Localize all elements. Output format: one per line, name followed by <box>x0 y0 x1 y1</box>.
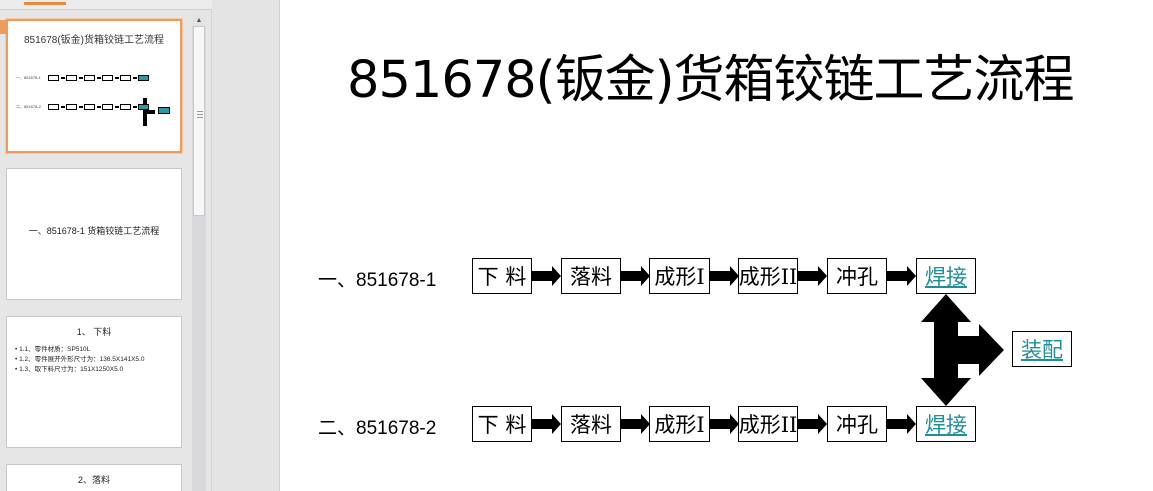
right-arrow-icon <box>798 266 827 286</box>
mini-step <box>84 104 95 110</box>
mini-arrow-icon <box>133 106 137 108</box>
mini-arrow-icon <box>97 106 101 108</box>
thumbnail-scrollbar[interactable]: ▲ <box>192 14 206 491</box>
mini-arrow-icon <box>79 106 83 108</box>
mini-double-arrow-icon <box>143 98 147 126</box>
tab-slides[interactable] <box>24 2 66 5</box>
right-arrow-icon <box>621 266 650 286</box>
mini-arrow-icon <box>97 77 101 79</box>
thumbnail-bullets: 1.1、零件材质：SP510L 1.2、零件展开外形尺寸为：136.5X141X… <box>15 345 144 375</box>
grip-icon <box>197 114 203 115</box>
right-arrow-icon <box>532 266 561 286</box>
thumbnail-heading: 2、落料 <box>77 475 110 485</box>
mini-step <box>66 75 77 81</box>
mini-arrow-icon <box>79 77 83 79</box>
mini-flow-row-1: 一、851678-1 <box>16 74 151 82</box>
step-blanking: 下 料 <box>472 406 532 442</box>
mini-step <box>66 104 77 110</box>
scroll-up-arrow-icon[interactable]: ▲ <box>192 14 206 26</box>
step-forming-1: 成形I <box>649 258 710 294</box>
mini-arrow-icon <box>133 77 137 79</box>
mini-step <box>84 75 95 81</box>
right-arrow-icon <box>887 414 916 434</box>
right-arrow-icon <box>710 414 739 434</box>
mini-step-weld <box>138 104 149 110</box>
mini-step <box>48 104 59 110</box>
selected-slide-marker <box>0 20 6 34</box>
step-welding-link[interactable]: 焊接 <box>916 258 976 294</box>
grip-icon <box>197 111 203 112</box>
mini-step <box>120 75 131 81</box>
slide-thumbnail-pane: 851678(钣金)货箱铰链工艺流程 一、851678-1 二、851678-2… <box>0 0 212 491</box>
pane-splitter[interactable] <box>212 0 280 491</box>
step-welding-link[interactable]: 焊接 <box>916 406 976 442</box>
right-arrow-icon <box>887 266 916 286</box>
right-arrow-icon <box>710 266 739 286</box>
bullet-item: 1.2、零件展开外形尺寸为：136.5X141X5.0 <box>15 355 144 365</box>
mini-right-arrow-icon <box>147 110 155 114</box>
step-punch-blank: 落料 <box>561 258 621 294</box>
slide-thumbnail-4[interactable]: 2、落料 <box>6 464 182 491</box>
grip-icon <box>197 117 203 118</box>
slide-canvas: 851678(钣金)货箱铰链工艺流程 一、851678-1 下 料 落料 成形I… <box>281 0 1153 491</box>
pane-tabs <box>0 0 212 10</box>
mini-step <box>48 75 59 81</box>
thumbnail-text: 一、851678-1 货箱铰链工艺流程 <box>28 226 160 236</box>
bullet-item: 1.3、取下料尺寸为：151X1250X5.0 <box>15 365 144 375</box>
scrollbar-thumb[interactable] <box>193 26 205 216</box>
mini-flow-row-2: 二、851678-2 <box>16 103 151 111</box>
step-punching: 冲孔 <box>827 258 887 294</box>
mini-step <box>120 104 131 110</box>
bullet-item: 1.1、零件材质：SP510L <box>15 345 144 355</box>
slide-thumbnail-3[interactable]: 1、 下料 1.1、零件材质：SP510L 1.2、零件展开外形尺寸为：136.… <box>6 316 182 448</box>
step-blanking: 下 料 <box>472 258 532 294</box>
slide-thumbnail-2[interactable]: 一、851678-1 货箱铰链工艺流程 <box>6 168 182 300</box>
right-arrow-icon <box>798 414 827 434</box>
merge-arrow-icon <box>921 294 1004 406</box>
mini-arrow-icon <box>61 77 65 79</box>
thumbnail-heading: 1、 下料 <box>76 327 112 337</box>
mini-step <box>102 75 113 81</box>
step-forming-2: 成形II <box>738 406 798 442</box>
mini-arrow-icon <box>115 77 119 79</box>
step-punching: 冲孔 <box>827 406 887 442</box>
mini-arrow-icon <box>115 106 119 108</box>
mini-step <box>102 104 113 110</box>
mini-step-assembly <box>158 107 170 114</box>
mini-step-weld <box>138 75 149 81</box>
step-punch-blank: 落料 <box>561 406 621 442</box>
mini-row-label: 一、851678-1 <box>16 75 41 80</box>
right-arrow-icon <box>621 414 650 434</box>
step-forming-2: 成形II <box>738 258 798 294</box>
step-forming-1: 成形I <box>649 406 710 442</box>
slide-title[interactable]: 851678(钣金)货箱铰链工艺流程 <box>347 51 1074 110</box>
thumbnail-title: 851678(钣金)货箱铰链工艺流程 <box>23 35 165 46</box>
mini-arrow-icon <box>61 106 65 108</box>
step-assembly-link[interactable]: 装配 <box>1012 331 1072 367</box>
row-label-1: 一、851678-1 <box>318 270 437 291</box>
right-arrow-icon <box>532 414 561 434</box>
slide-thumbnail-1[interactable]: 851678(钣金)货箱铰链工艺流程 一、851678-1 二、851678-2 <box>6 19 182 153</box>
mini-row-label: 二、851678-2 <box>16 104 41 109</box>
row-label-2: 二、851678-2 <box>318 418 437 439</box>
